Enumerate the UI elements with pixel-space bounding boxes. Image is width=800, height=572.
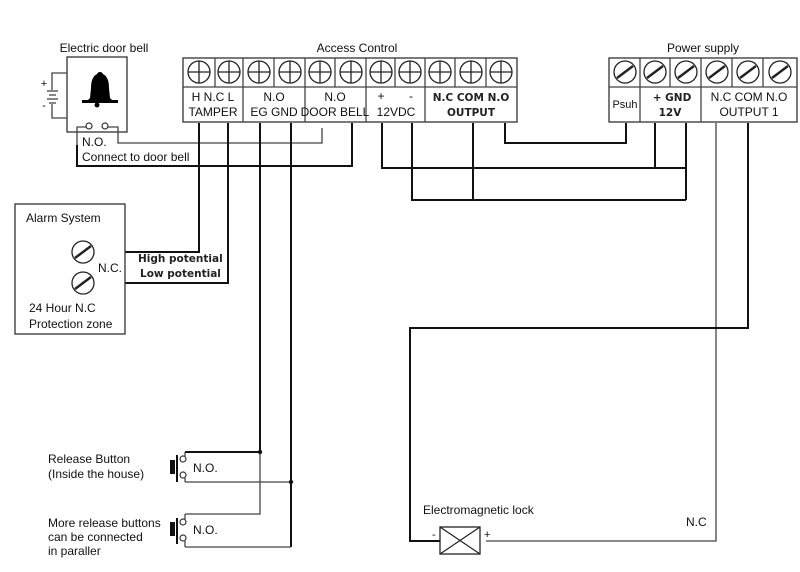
slot-screw-icon xyxy=(613,60,637,84)
psuh-label: Psuh xyxy=(612,99,637,111)
alarm-zone-line1: 24 Hour N.C xyxy=(29,301,96,315)
alarm-zone-line2: Protection zone xyxy=(29,317,113,331)
junction-dot xyxy=(257,449,263,455)
tamper-top-label: H N.C L xyxy=(192,90,235,104)
battery-minus-label: - xyxy=(42,100,46,112)
door-bell-no-contact xyxy=(76,122,323,145)
slot-screw-icon xyxy=(768,60,792,84)
more-buttons-no-label: N.O. xyxy=(193,523,218,537)
cross-screw-icon xyxy=(308,60,332,84)
output1-top-label: N.C COM N.O xyxy=(711,90,788,104)
door-bell-wire xyxy=(76,123,353,167)
lock-minus-label: - xyxy=(432,529,436,541)
alarm-system-box xyxy=(14,203,126,335)
lock-title: Electromagnetic lock xyxy=(423,503,535,517)
more-buttons-line3: in paraller xyxy=(48,544,101,558)
output-top-label: N.C COM N.O xyxy=(433,92,510,104)
alarm-terminal-high xyxy=(71,240,95,264)
ps-12v-label: 12V xyxy=(659,107,683,119)
more-buttons-eg-wire xyxy=(185,452,261,515)
bell-icon xyxy=(82,72,118,108)
cross-screw-icon xyxy=(247,60,271,84)
release-button-no-label: N.O. xyxy=(193,461,218,475)
tamper-low-wire xyxy=(100,123,229,284)
output1-com-wire xyxy=(409,123,749,542)
door-bell-no-label: N.O. xyxy=(82,135,107,149)
access-control-screws xyxy=(187,60,513,84)
cross-screw-icon xyxy=(489,60,513,84)
output1-label: OUTPUT 1 xyxy=(719,105,778,119)
tamper-label: TAMPER xyxy=(188,105,237,119)
12vdc-label: 12VDC xyxy=(377,105,416,119)
power-supply-screws xyxy=(613,60,792,84)
slot-screw-icon xyxy=(705,60,729,84)
low-potential-label: Low potential xyxy=(140,268,221,280)
access-control-title: Access Control xyxy=(317,41,398,55)
door-bell-top-label: N.O xyxy=(324,90,345,104)
door-bell-title: Electric door bell xyxy=(60,41,149,55)
more-buttons-line1: More release buttons xyxy=(48,516,161,530)
cross-screw-icon xyxy=(278,60,302,84)
junction-dot xyxy=(288,479,294,485)
eg-gnd-label: EG GND xyxy=(250,105,298,119)
power-supply-title: Power supply xyxy=(667,41,739,55)
12vdc-minus-wire xyxy=(411,123,686,201)
alarm-nc-label: N.C. xyxy=(98,261,122,275)
high-potential-label: High potential xyxy=(138,253,223,265)
cross-screw-icon xyxy=(398,60,422,84)
slot-screw-icon xyxy=(643,60,667,84)
cross-screw-icon xyxy=(428,60,452,84)
slot-screw-icon xyxy=(736,60,760,84)
output-no-to-psuh-wire xyxy=(504,123,627,144)
alarm-terminal-low xyxy=(71,271,95,295)
cross-screw-icon xyxy=(187,60,211,84)
cross-screw-icon xyxy=(339,60,363,84)
release-button-line1: Release Button xyxy=(48,452,130,466)
tamper-high-wire xyxy=(100,123,200,253)
door-bell-terminal-label: DOOR BELL xyxy=(301,105,370,119)
12vdc-plus-wire xyxy=(381,123,687,169)
eg-wire xyxy=(185,123,261,453)
lock-nc-label: N.C xyxy=(686,515,707,529)
battery-plus-label: + xyxy=(41,78,47,90)
electromagnetic-lock-icon xyxy=(439,526,481,555)
alarm-system-title: Alarm System xyxy=(26,211,101,225)
power-supply-terminal-block xyxy=(608,57,798,123)
lock-plus-label: + xyxy=(484,529,490,541)
door-bell-note: Connect to door bell xyxy=(82,150,189,164)
cross-screw-icon xyxy=(369,60,393,84)
more-buttons-line2: can be connected xyxy=(48,530,143,544)
vdc-minus-label: - xyxy=(409,89,413,103)
release-button-line2: (Inside the house) xyxy=(48,467,144,481)
release-button-icon xyxy=(170,452,187,482)
cross-screw-icon xyxy=(459,60,483,84)
vdc-plus-label: + xyxy=(377,89,384,103)
output-label: OUTPUT xyxy=(447,107,496,119)
eg-gnd-top-label: N.O xyxy=(263,90,284,104)
cross-screw-icon xyxy=(217,60,241,84)
more-buttons-icon xyxy=(170,514,187,547)
battery-icon xyxy=(47,72,67,119)
ps-12v-top-label: + GND xyxy=(653,92,692,104)
output1-nc-wire xyxy=(486,123,717,542)
slot-screw-icon xyxy=(674,60,698,84)
